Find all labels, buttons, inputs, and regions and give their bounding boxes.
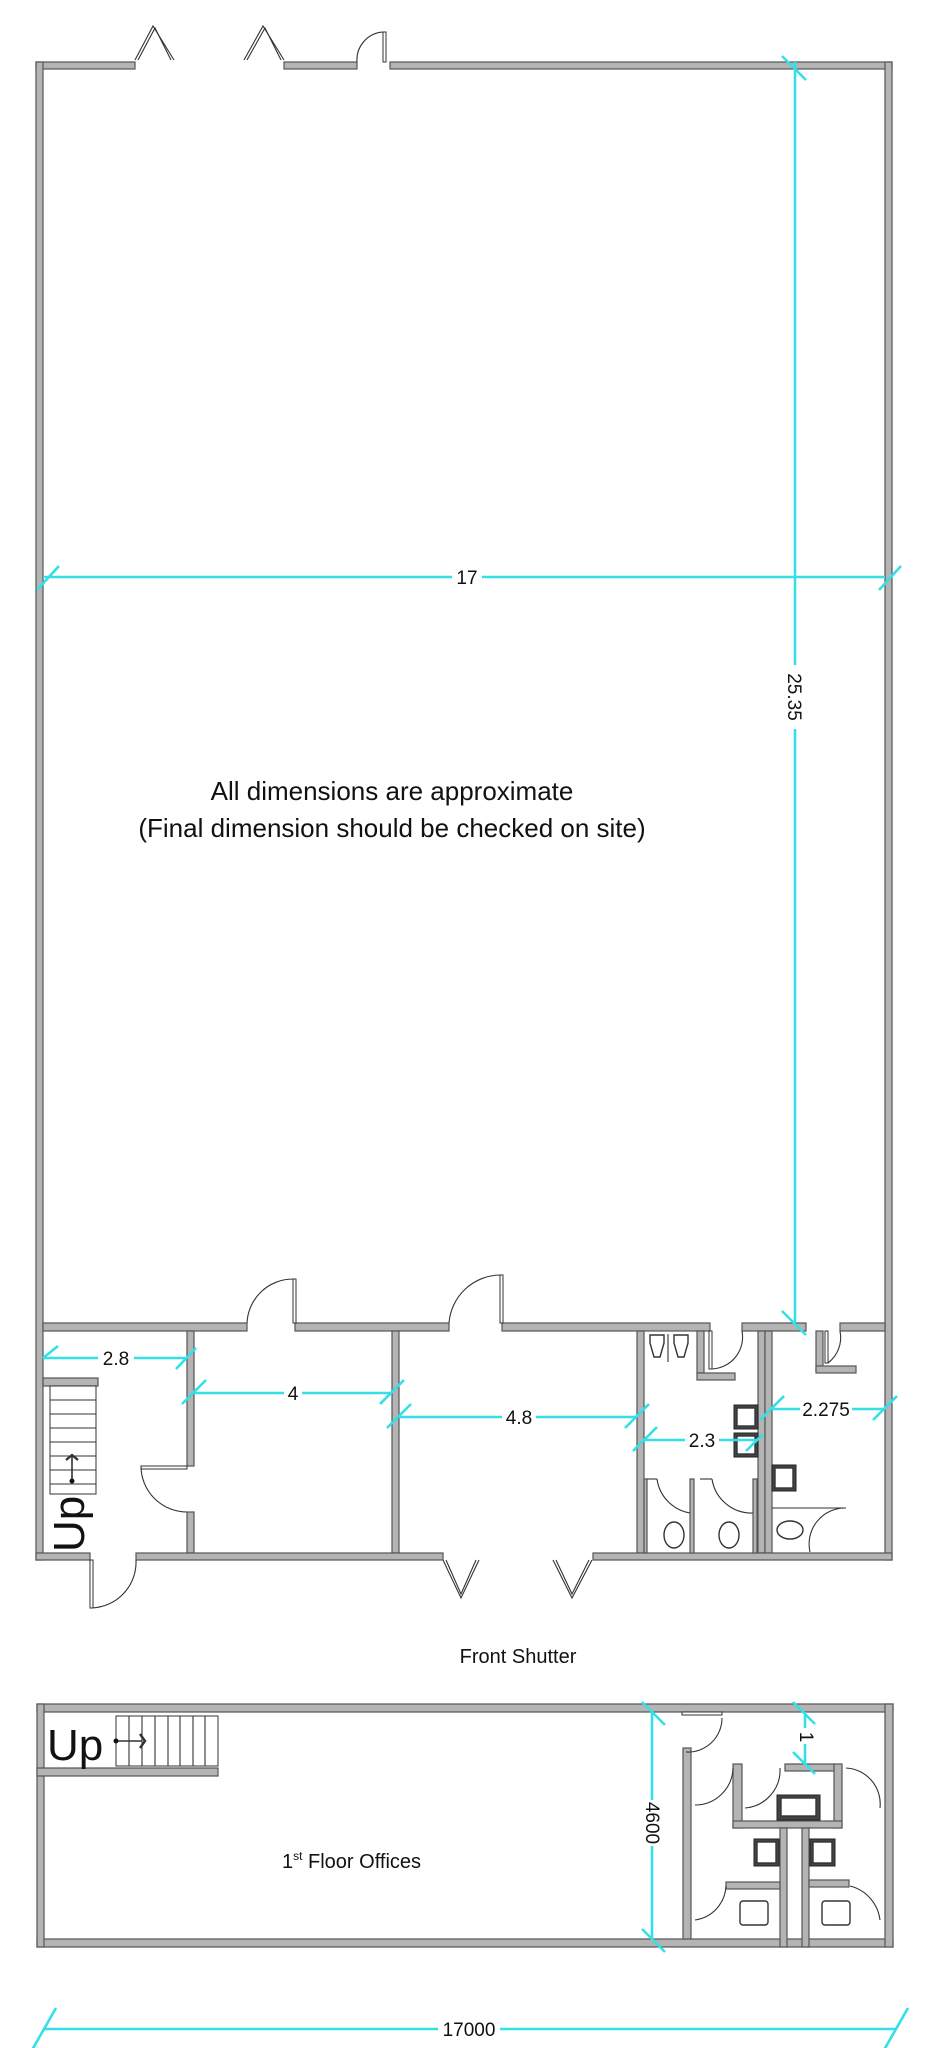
dimension-room-a: 2.8 — [42, 1344, 197, 1370]
office-door-2 — [448, 1274, 504, 1324]
dimension-overall-depth: 25.35 — [781, 55, 809, 1336]
toilet-stalls — [643, 1478, 847, 1554]
restroom-door — [696, 1330, 744, 1381]
dimension-overall-width: 17 — [36, 563, 902, 591]
dim-17-text: 17 — [456, 568, 477, 589]
side-door — [140, 1465, 188, 1513]
sinks-ground — [733, 1404, 797, 1492]
dim-2-8-text: 2.8 — [103, 1349, 129, 1370]
first-floor-walls — [36, 1703, 894, 1948]
front-shutter-door-left — [442, 1559, 480, 1600]
dimension-room-b: 4 — [181, 1379, 405, 1406]
note-line-2: (Final dimension should be checked on si… — [138, 813, 645, 843]
ground-floor-stairs — [49, 1385, 97, 1495]
front-shutter-label: Front Shutter — [460, 1646, 577, 1668]
dim-2-3-text: 2.3 — [689, 1431, 715, 1452]
front-shutter-door-right — [552, 1559, 593, 1600]
rear-folding-door-right — [243, 24, 285, 61]
dim-4-8-text: 4.8 — [506, 1408, 532, 1429]
rear-folding-door-left — [134, 24, 175, 61]
dimension-first-floor-depth: 4600 — [640, 1701, 666, 1953]
first-floor-fixtures — [681, 1711, 881, 1926]
dim-4600-text: 4600 — [641, 1802, 662, 1844]
dimension-first-floor-width: 17000 — [31, 2007, 910, 2048]
dimension-room-c: 4.8 — [386, 1403, 650, 1430]
dim-17000-text: 17000 — [443, 2020, 496, 2041]
dimension-restroom-2: 2.275 — [759, 1395, 898, 1423]
dimension-restroom-1: 2.3 — [632, 1426, 764, 1454]
urinals — [649, 1334, 689, 1362]
note-line-1: All dimensions are approximate — [211, 776, 574, 806]
office-door-1 — [246, 1278, 297, 1324]
dim-4-text: 4 — [288, 1384, 299, 1405]
dim-25-35-text: 25.35 — [783, 673, 804, 721]
first-floor-stairs — [113, 1715, 219, 1767]
dim-2-275-text: 2.275 — [802, 1400, 850, 1421]
first-floor-stairs-up-label: Up — [47, 1721, 103, 1770]
rear-swing-door — [356, 31, 387, 63]
dim-1-text: 1 — [795, 1732, 816, 1743]
first-floor-label: 1st Floor Offices — [282, 1849, 421, 1873]
entrance-door — [89, 1559, 137, 1609]
dimension-first-floor-corridor: 1 — [792, 1701, 816, 1775]
restroom-door-2 — [815, 1330, 857, 1374]
ground-stairs-up-label: Up — [45, 1496, 94, 1552]
